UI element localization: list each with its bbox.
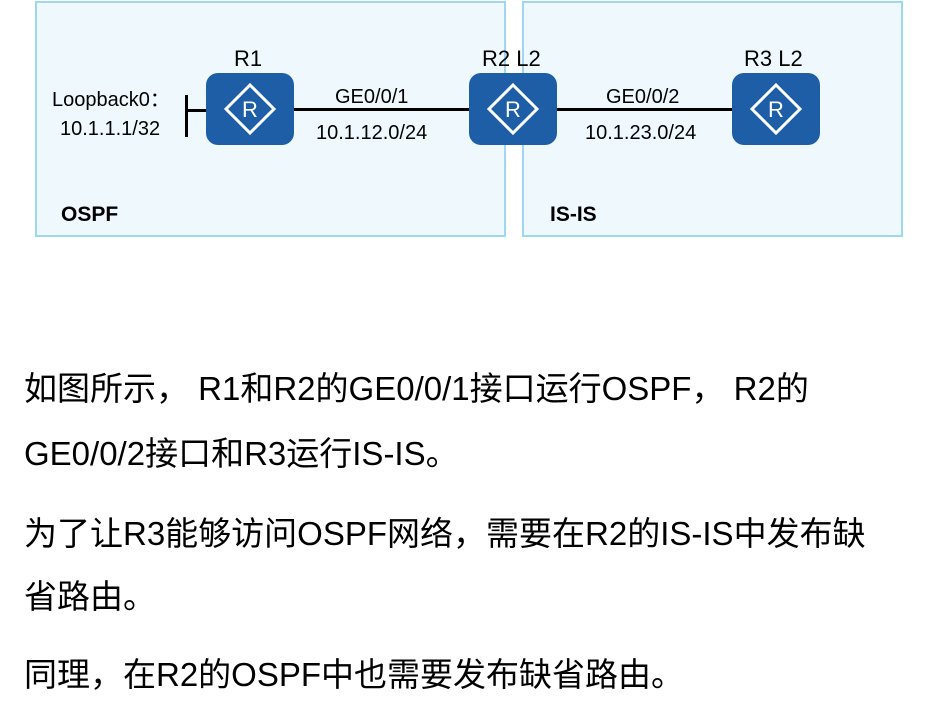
router-icon: R bbox=[486, 82, 540, 136]
link-r1-r2 bbox=[294, 108, 472, 111]
link-r2-r3 bbox=[555, 108, 733, 111]
description-line-1: 如图所示， R1和R2的GE0/0/1接口运行OSPF， R2的 bbox=[24, 370, 809, 407]
r2-r3-interface-label: GE0/0/2 bbox=[606, 86, 680, 108]
router-r2[interactable]: R bbox=[469, 73, 557, 145]
loopback-name: Loopback0： bbox=[52, 89, 170, 111]
loopback-stub bbox=[185, 95, 188, 137]
r2-name: R2 L2 bbox=[482, 46, 541, 71]
ospf-area-label: OSPF bbox=[61, 203, 119, 226]
description-line-2: GE0/0/2接口和R3运行IS-IS。 bbox=[24, 435, 459, 472]
svg-text:R: R bbox=[242, 97, 258, 122]
router-icon: R bbox=[749, 82, 803, 136]
router-r1[interactable]: R bbox=[206, 73, 294, 145]
description-line-5: 同理，在R2的OSPF中也需要发布缺省路由。 bbox=[24, 656, 685, 693]
loopback-address: 10.1.1.1/32 bbox=[60, 118, 161, 140]
svg-text:R: R bbox=[768, 97, 784, 122]
description-line-3: 为了让R3能够访问OSPF网络，需要在R2的IS-IS中发布缺 bbox=[24, 515, 866, 552]
r1-r2-network-label: 10.1.12.0/24 bbox=[316, 122, 428, 144]
r1-r2-interface-label: GE0/0/1 bbox=[335, 86, 409, 108]
router-r3[interactable]: R bbox=[732, 73, 820, 145]
description-line-4: 省路由。 bbox=[24, 578, 156, 615]
r3-name: R3 L2 bbox=[744, 46, 803, 71]
loopback-link bbox=[185, 109, 207, 112]
r1-name: R1 bbox=[234, 46, 263, 71]
r2-r3-network-label: 10.1.23.0/24 bbox=[585, 122, 697, 144]
svg-text:R: R bbox=[505, 97, 521, 122]
isis-area: IS-IS bbox=[522, 1, 903, 237]
router-icon: R bbox=[223, 82, 277, 136]
isis-area-label: IS-IS bbox=[550, 203, 597, 226]
